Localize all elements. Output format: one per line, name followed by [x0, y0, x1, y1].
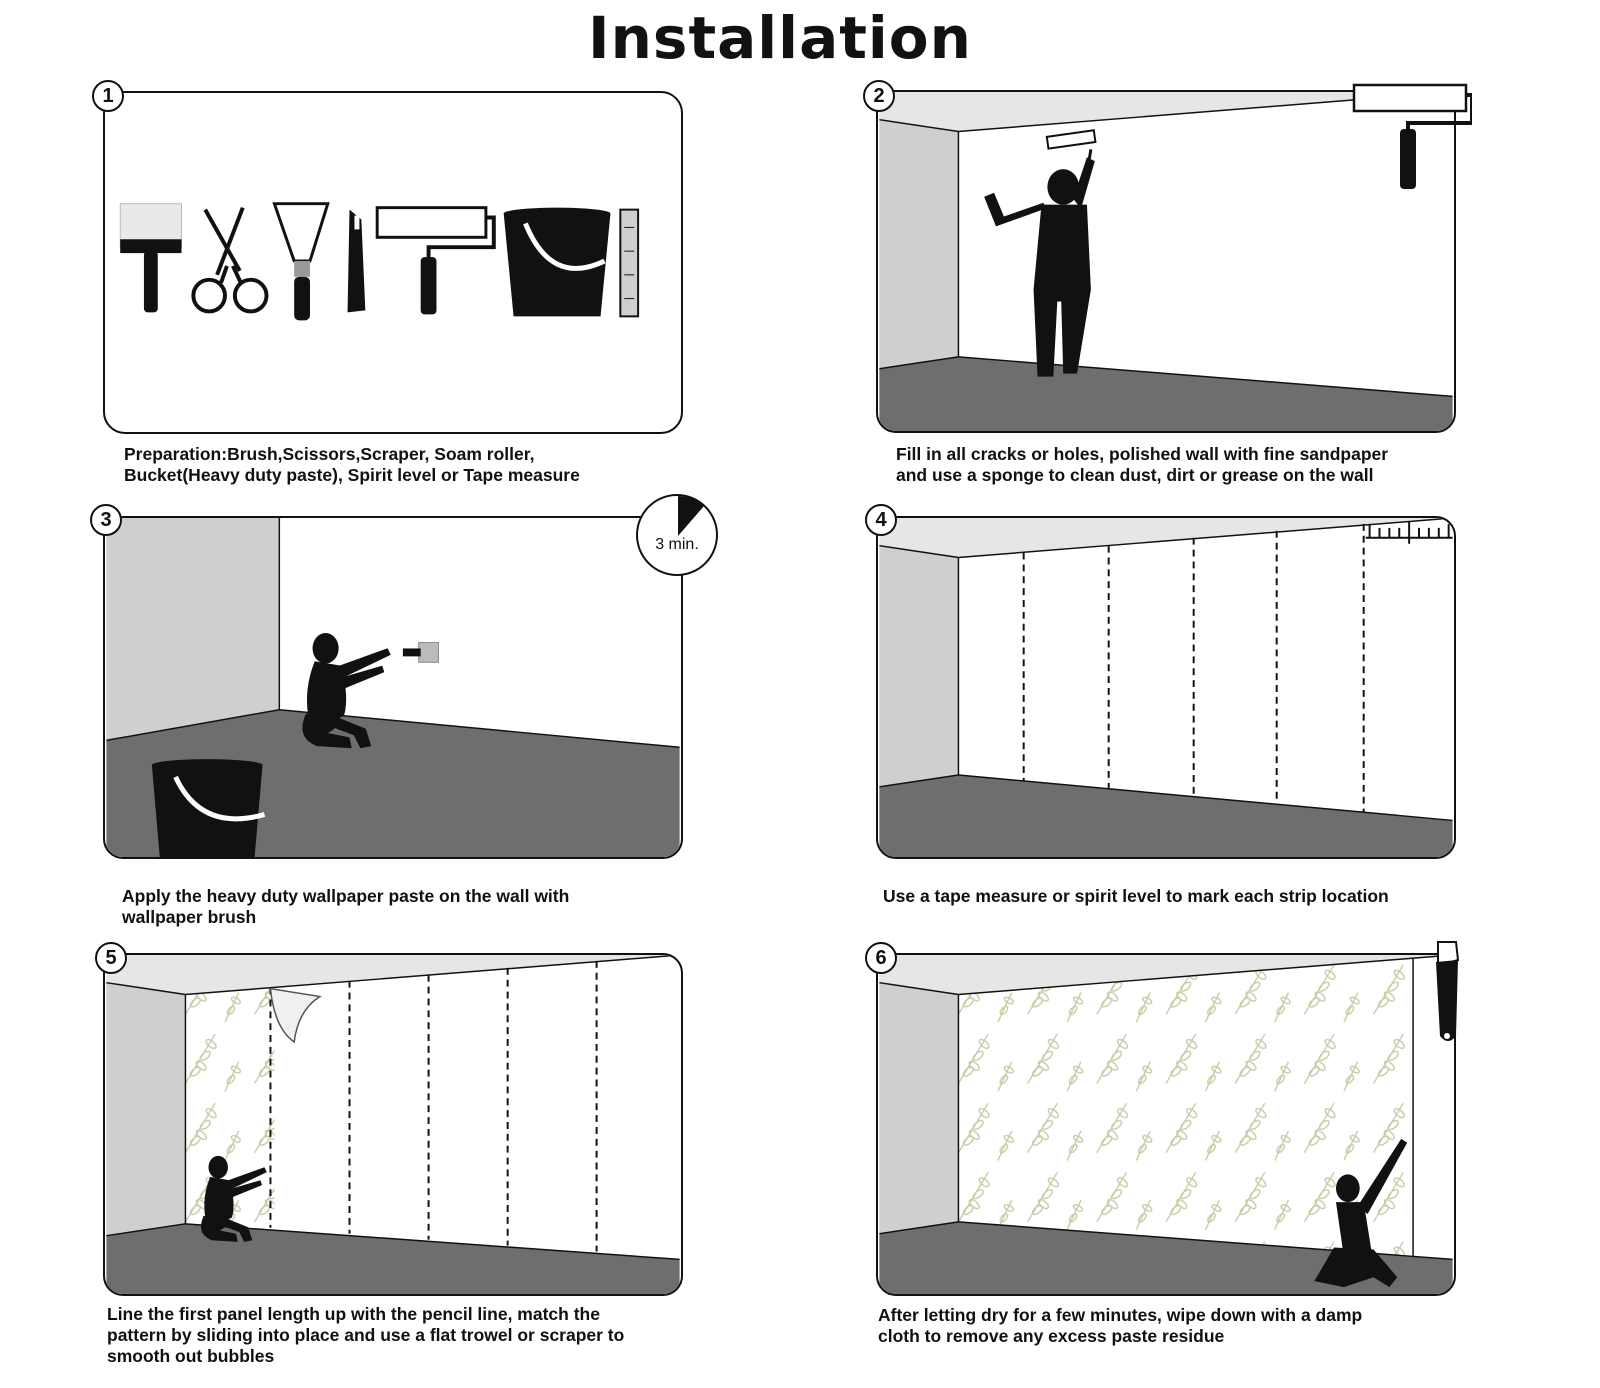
- timer-badge: 3 min.: [636, 494, 718, 576]
- step-4-caption: Use a tape measure or spirit level to ma…: [883, 886, 1389, 906]
- timer-label: 3 min.: [655, 536, 699, 553]
- bucket-icon: [151, 759, 266, 857]
- step-5-panel: [103, 953, 683, 1296]
- kneeling-person-silhouette: [1314, 1138, 1408, 1288]
- small-roller-icon: [1045, 129, 1097, 162]
- peeling-corner: [269, 987, 322, 1044]
- step-number-2: 2: [863, 80, 895, 112]
- step-number-1: 1: [92, 80, 124, 112]
- knife-icon: [347, 209, 366, 313]
- scraper-icon: [1432, 940, 1462, 1055]
- timer-icon: [678, 496, 704, 536]
- step-1-panel: [103, 91, 683, 434]
- roller-icon: [1352, 83, 1474, 198]
- spirit-level-icon: [619, 208, 640, 318]
- tools-illustration: [119, 202, 640, 321]
- tape-measure-icon: [1365, 521, 1453, 544]
- roller-icon: [375, 206, 496, 315]
- bucket-icon: [503, 207, 611, 317]
- scraper-icon: [272, 202, 330, 321]
- page-title: Installation: [588, 4, 972, 72]
- step-3-caption: Apply the heavy duty wallpaper paste on …: [122, 886, 570, 927]
- step-1-caption: Preparation:Brush,Scissors,Scraper, Soam…: [124, 444, 580, 485]
- strip-marker-lines: [1022, 523, 1365, 813]
- step-2-caption: Fill in all cracks or holes, polished wa…: [896, 444, 1389, 485]
- scissors-icon: [191, 206, 269, 314]
- step-number-4: 4: [865, 504, 897, 536]
- step-6-panel: [876, 953, 1456, 1296]
- step-2-panel: [876, 90, 1456, 433]
- step-4-panel: [876, 516, 1456, 859]
- step-3-panel: [103, 516, 683, 859]
- brush-icon: [119, 203, 182, 313]
- step-number-5: 5: [95, 942, 127, 974]
- standing-man-silhouette: [984, 157, 1095, 377]
- step-number-6: 6: [865, 942, 897, 974]
- paste-brush-icon: [402, 642, 439, 663]
- step-5-caption: Line the first panel length up with the …: [107, 1304, 625, 1366]
- step-number-3: 3: [90, 504, 122, 536]
- strip-marker-lines: [269, 960, 598, 1252]
- step-6-caption: After letting dry for a few minutes, wip…: [878, 1305, 1363, 1346]
